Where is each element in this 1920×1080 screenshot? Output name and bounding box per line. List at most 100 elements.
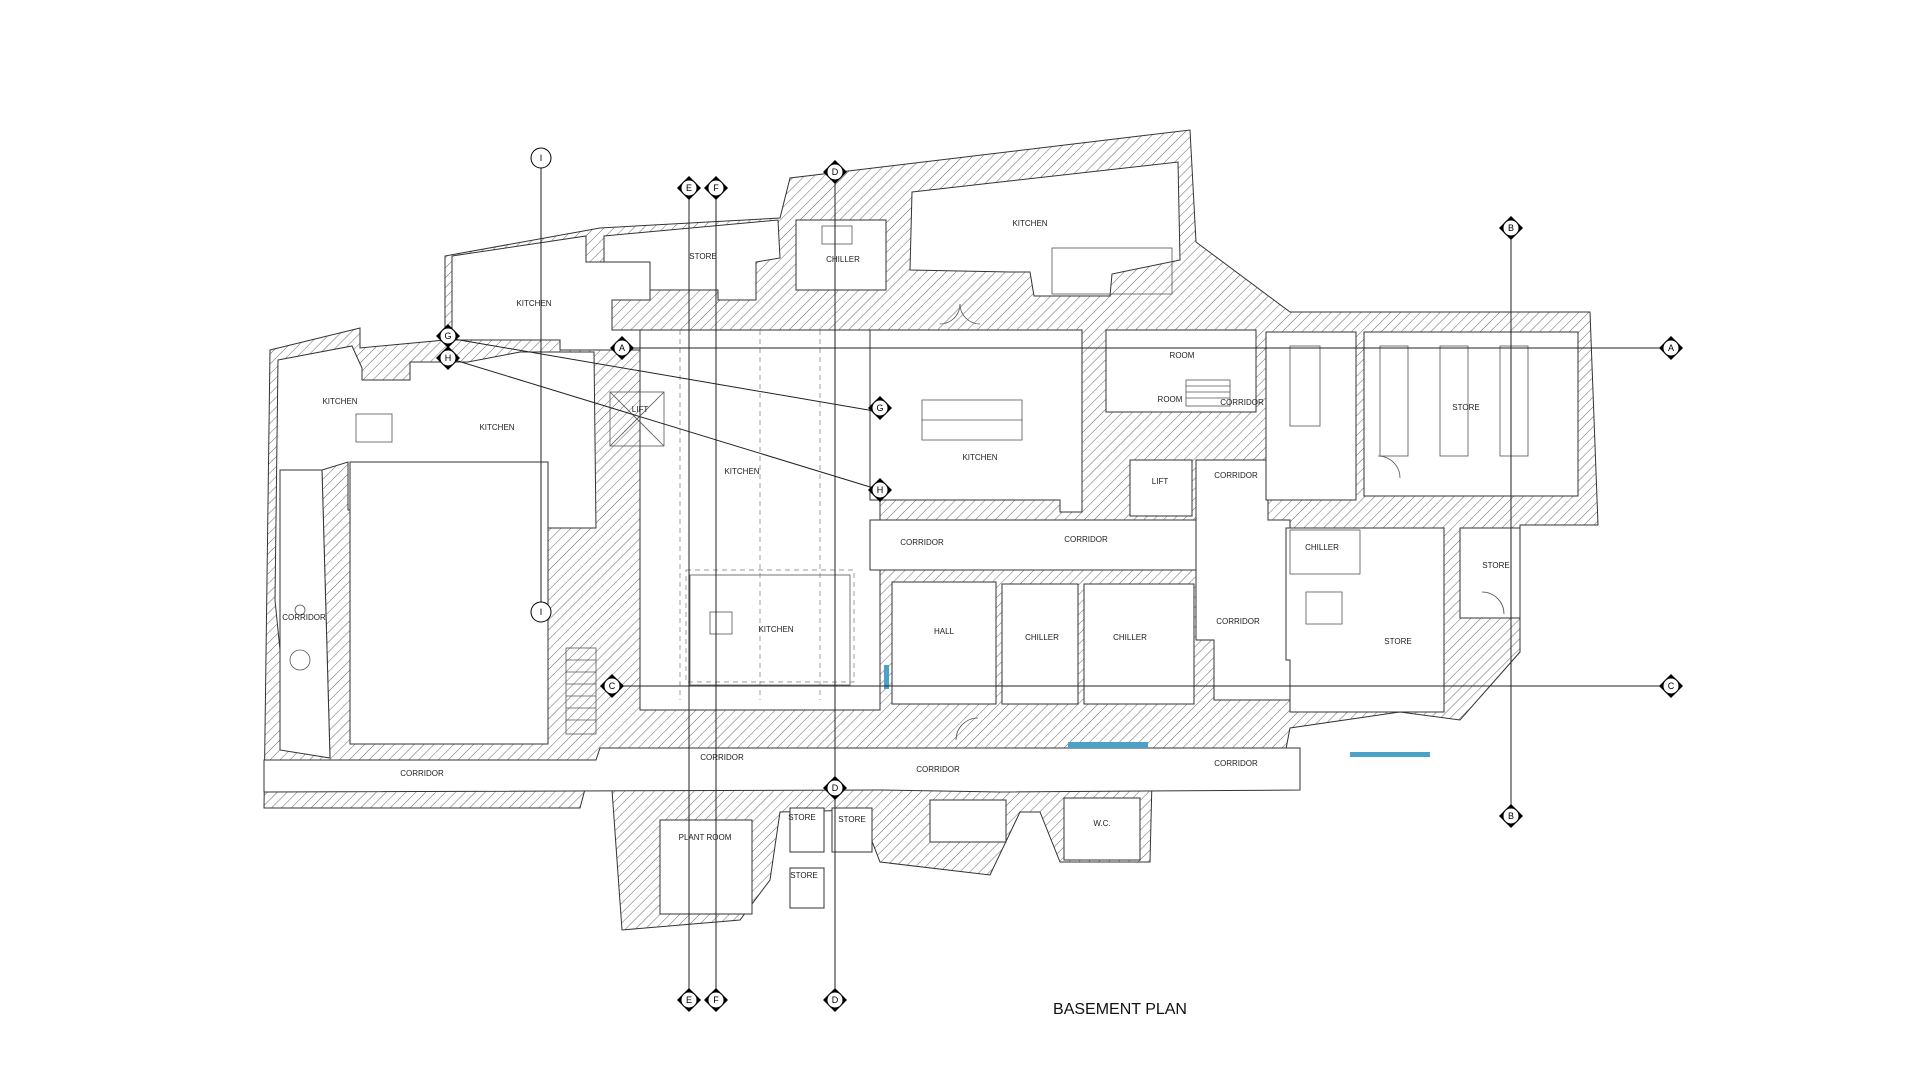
door-swing-4 [1481, 591, 1505, 615]
door-swing-3 [1377, 455, 1401, 479]
counter-ne [1051, 247, 1173, 295]
grid-marker-B-top: B [1499, 216, 1523, 240]
label-corridor-w: CORRIDOR [282, 613, 326, 622]
svg-text:G: G [876, 403, 883, 413]
room-store-s2 [831, 807, 873, 853]
corridor-w-column1 [289, 649, 311, 671]
room-kitchen-ne [909, 161, 1181, 297]
label-kitchen-nw: KITCHEN [516, 299, 551, 308]
svg-text:H: H [877, 485, 884, 495]
room-corridor-s [263, 747, 1301, 793]
grid-line-H [447, 357, 881, 491]
room-store-s1 [789, 807, 825, 853]
room-store-s3 [789, 867, 825, 909]
label-kitchen-ne: KITCHEN [1012, 219, 1047, 228]
chiller-e-rack [1289, 529, 1361, 575]
grid-marker-D-top: D [823, 160, 847, 184]
room-store-ne [1363, 331, 1579, 497]
svg-text:A: A [1668, 343, 1674, 353]
room-store-e1 [1285, 527, 1445, 713]
svg-text:B: B [1508, 811, 1514, 821]
room-courtyard-w [349, 461, 549, 745]
label-corridor-s1: CORRIDOR [400, 769, 444, 778]
room-corridor-w [279, 469, 331, 759]
svg-text:C: C [1668, 681, 1675, 691]
svg-text:E: E [686, 183, 692, 193]
label-corridor-e3: CORRIDOR [1216, 617, 1260, 626]
store-ne-rack1 [1379, 345, 1409, 457]
grid-marker-C-right: C [1659, 674, 1683, 698]
room-labels: KITCHEN KITCHEN KITCHEN STORE CHILLER KI… [282, 219, 1509, 880]
room-hall [891, 581, 997, 705]
grid-marker-G-mid: G [868, 396, 892, 420]
room-kitchen-c2 [869, 329, 1083, 513]
label-store-n: STORE [689, 252, 716, 261]
svg-text:F: F [713, 183, 719, 193]
door-swing-5 [955, 717, 979, 741]
store-ne-rack3 [1499, 345, 1529, 457]
chiller-n-unit [821, 225, 853, 245]
label-corridor-c1: CORRIDOR [900, 538, 944, 547]
room-kitchen-nw [451, 235, 651, 351]
room-store-e2 [1459, 527, 1521, 619]
label-hall: HALL [934, 627, 955, 636]
grid-markers: I I E E F F D [436, 147, 1683, 1012]
room-wc-a [929, 799, 1007, 843]
label-store-s2: STORE [838, 815, 865, 824]
grid-marker-F-bottom: F [704, 988, 728, 1012]
drawing-title: BASEMENT PLAN [1053, 1001, 1187, 1018]
room-wc-b [1063, 797, 1141, 861]
door-swing-2 [959, 303, 981, 325]
grid-marker-H-mid: H [868, 478, 892, 502]
label-kitchen-w2: KITCHEN [479, 423, 514, 432]
label-room-e2: ROOM [1158, 395, 1183, 404]
room-chiller-c2 [1083, 583, 1195, 705]
grid-marker-H-left: H [436, 346, 460, 370]
label-chiller-c1: CHILLER [1025, 633, 1059, 642]
label-kitchen-c2: KITCHEN [962, 453, 997, 462]
store-e1-rack1 [1305, 591, 1343, 625]
grid-marker-A-right: A [1659, 336, 1683, 360]
svg-text:I: I [540, 607, 543, 617]
lift-car-w [609, 391, 665, 447]
room-plant [659, 819, 753, 915]
counter-c3 [689, 574, 851, 686]
label-chiller-e: CHILLER [1305, 543, 1339, 552]
label-lift-w: LIFT [632, 405, 649, 414]
grid-marker-I-top: I [530, 147, 552, 169]
grid-marker-E-bottom: E [677, 988, 701, 1012]
grid-marker-I-mid: I [530, 601, 552, 623]
svg-text:B: B [1508, 223, 1514, 233]
label-corridor-s3: CORRIDOR [916, 765, 960, 774]
room-east-block-2 [1265, 331, 1357, 501]
label-room-e: ROOM [1170, 351, 1195, 360]
glazing-strips [884, 665, 1430, 757]
grid-marker-B-bottom: B [1499, 804, 1523, 828]
dashed-zone-lines [679, 330, 855, 700]
room-chiller-c1 [1001, 583, 1079, 705]
label-corridor-e1: CORRIDOR [1220, 398, 1264, 407]
label-corridor-c2: CORRIDOR [1064, 535, 1108, 544]
label-store-e1: STORE [1482, 561, 1509, 570]
corridor-w-column2 [294, 604, 306, 616]
room-east-block-1 [1105, 329, 1257, 413]
grid-marker-E-top: E [677, 176, 701, 200]
label-store-e2: STORE [1384, 637, 1411, 646]
room-store-n [603, 219, 781, 301]
svg-text:A: A [619, 343, 625, 353]
fixtures [289, 225, 1529, 757]
grid-marker-F-top: F [704, 176, 728, 200]
door-swing-1 [939, 303, 961, 325]
stair-e [1185, 379, 1231, 407]
label-store-s1: STORE [788, 813, 815, 822]
grill-c3 [709, 611, 733, 635]
lift-car-w-x2 [609, 391, 665, 447]
label-kitchen-c3: KITCHEN [758, 625, 793, 634]
label-chiller-n: CHILLER [826, 255, 860, 264]
label-plant-room: PLANT ROOM [679, 833, 732, 842]
svg-text:D: D [832, 783, 839, 793]
label-kitchen-c1: KITCHEN [724, 467, 759, 476]
svg-text:D: D [832, 995, 839, 1005]
svg-text:H: H [445, 353, 452, 363]
grid-marker-C-left: C [600, 674, 624, 698]
